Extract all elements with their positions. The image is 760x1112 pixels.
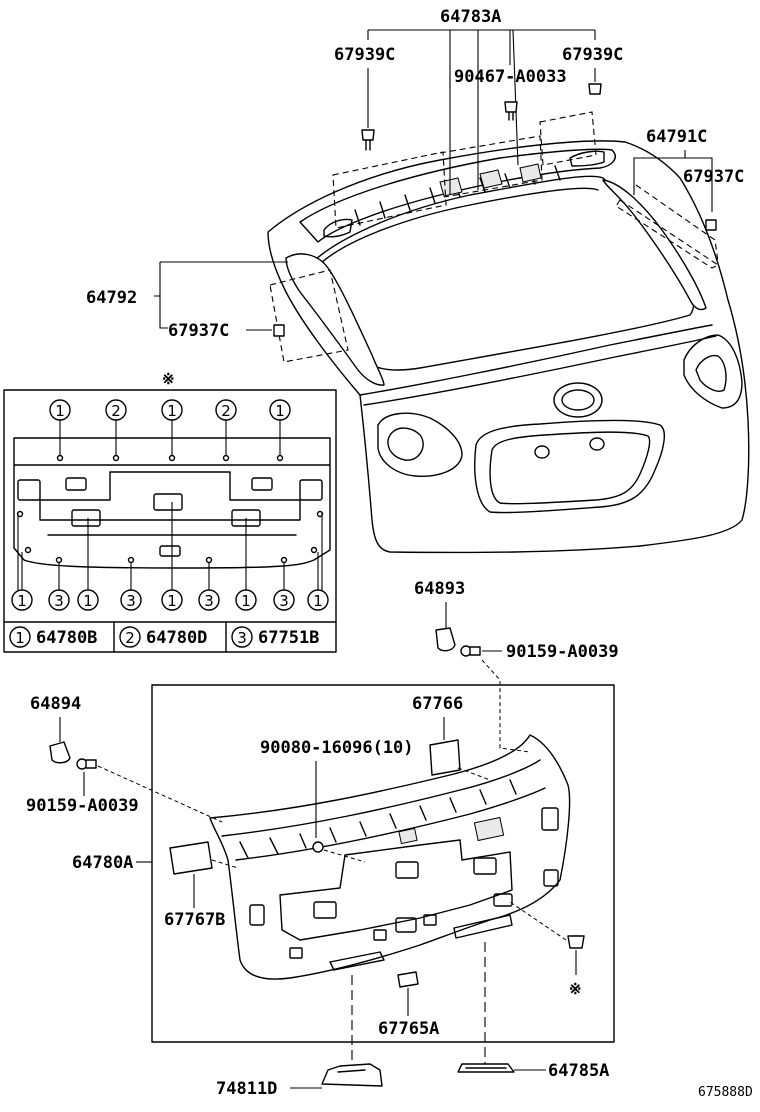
inset-top-markers: 1 2 1 2 1 [49,399,291,462]
callout-64785A: 64785A [457,942,609,1081]
callout-67767B: 67767B [164,841,239,930]
inset-bottom-markers: 1 3 1 3 1 3 1 [11,502,329,611]
svg-text:90159-A0039: 90159-A0039 [506,642,619,662]
callout-64792: 64792 [86,261,288,329]
svg-text:1: 1 [15,629,25,647]
inset-marker-bottom-5: 1 [161,502,183,611]
svg-text:1: 1 [55,402,65,420]
svg-text:2: 2 [111,402,121,420]
callout-67939C-left: 67939C [334,45,395,151]
svg-text:67767B: 67767B [164,910,225,930]
svg-text:67937C: 67937C [683,167,744,187]
svg-text:67939C: 67939C [562,45,623,65]
svg-text:64792: 64792 [86,288,137,308]
back-door-outline [267,140,750,554]
svg-text:1: 1 [167,592,177,610]
svg-text:90080-16096(10): 90080-16096(10) [260,738,414,758]
svg-text:64783A: 64783A [440,7,501,27]
svg-text:1: 1 [83,592,93,610]
svg-text:67765A: 67765A [378,1019,439,1039]
callout-67939C-right: 67939C [562,45,623,95]
inset-marker-bottom-4: 3 [120,556,142,611]
svg-text:1: 1 [17,592,27,610]
trim-board [209,734,571,980]
svg-text:3: 3 [126,592,136,610]
inset-marker-top-4: 2 [215,399,237,462]
legend-item-3: 3 67751B [231,626,319,648]
callout-64780A: 64780A [72,853,152,873]
svg-text:2: 2 [125,629,135,647]
svg-text:64785A: 64785A [548,1061,609,1081]
svg-text:67751B: 67751B [258,628,319,648]
svg-text:※: ※ [569,980,582,998]
inset-marker-top-2: 2 [105,399,127,462]
inset-marker-top-5: 1 [269,399,291,462]
svg-text:67939C: 67939C [334,45,395,65]
inset-marker-bottom-9: 1 [307,510,329,611]
callout-64893: 64893 [414,579,465,652]
inset-marker-bottom-6: 3 [198,556,220,611]
svg-text:74811D: 74811D [216,1079,277,1099]
callout-74811D: 74811D [216,975,383,1099]
svg-text:64894: 64894 [30,694,81,714]
svg-text:※: ※ [162,370,175,388]
trim-board-frame [151,684,615,1043]
svg-text:64780A: 64780A [72,853,133,873]
svg-text:1: 1 [313,592,323,610]
svg-text:64791C: 64791C [646,127,707,147]
inset-marker-bottom-8: 3 [273,556,295,611]
svg-text:67937C: 67937C [168,321,229,341]
legend-item-2: 2 64780D [119,626,207,648]
callout-67766: 67766 [412,694,491,781]
svg-text:90159-A0039: 90159-A0039 [26,796,139,816]
inset-marker-bottom-7: 1 [235,518,257,611]
svg-text:1: 1 [275,402,285,420]
svg-text:90467-A0033: 90467-A0033 [454,67,567,87]
callout-90467-A0033: 90467-A0033 [454,67,567,121]
inset-box: ※ [3,370,337,653]
callout-90080-16096: 90080-16096(10) [260,738,414,863]
svg-text:64780B: 64780B [36,628,97,648]
inset-marker-bottom-1: 1 [11,510,33,611]
inset-legend: 1 64780B 2 64780D 3 67751B [9,626,319,648]
svg-text:3: 3 [54,592,64,610]
svg-text:3: 3 [279,592,289,610]
svg-text:64780D: 64780D [146,628,207,648]
upper-trim-dashed-outlines [269,111,720,363]
svg-text:67766: 67766 [412,694,463,714]
callout-kome-lower: ※ [509,901,585,998]
callout-64894: 64894 [30,694,81,764]
callout-90159-A0039-upper: 90159-A0039 [460,642,619,753]
legend-item-1: 1 64780B [9,626,97,648]
inset-marker-top-1: 1 [49,399,71,462]
callout-64791C: 64791C [633,127,713,212]
svg-text:2: 2 [221,402,231,420]
callout-67937C-right: 67937C [683,167,744,231]
svg-text:3: 3 [204,592,214,610]
callout-67937C-left: 67937C [168,321,285,341]
callout-67765A: 67765A [378,971,439,1039]
inset-marker-bottom-3: 1 [77,518,99,611]
svg-text:1: 1 [241,592,251,610]
svg-text:1: 1 [167,402,177,420]
svg-text:3: 3 [237,629,247,647]
callout-64783A: 64783A [367,7,596,195]
diagram-id: 675888D [698,1085,753,1100]
svg-text:64893: 64893 [414,579,465,599]
inset-marker-bottom-2: 3 [48,556,70,611]
callout-90159-A0039-lower: 90159-A0039 [26,758,223,823]
inset-marker-top-3: 1 [161,399,183,462]
